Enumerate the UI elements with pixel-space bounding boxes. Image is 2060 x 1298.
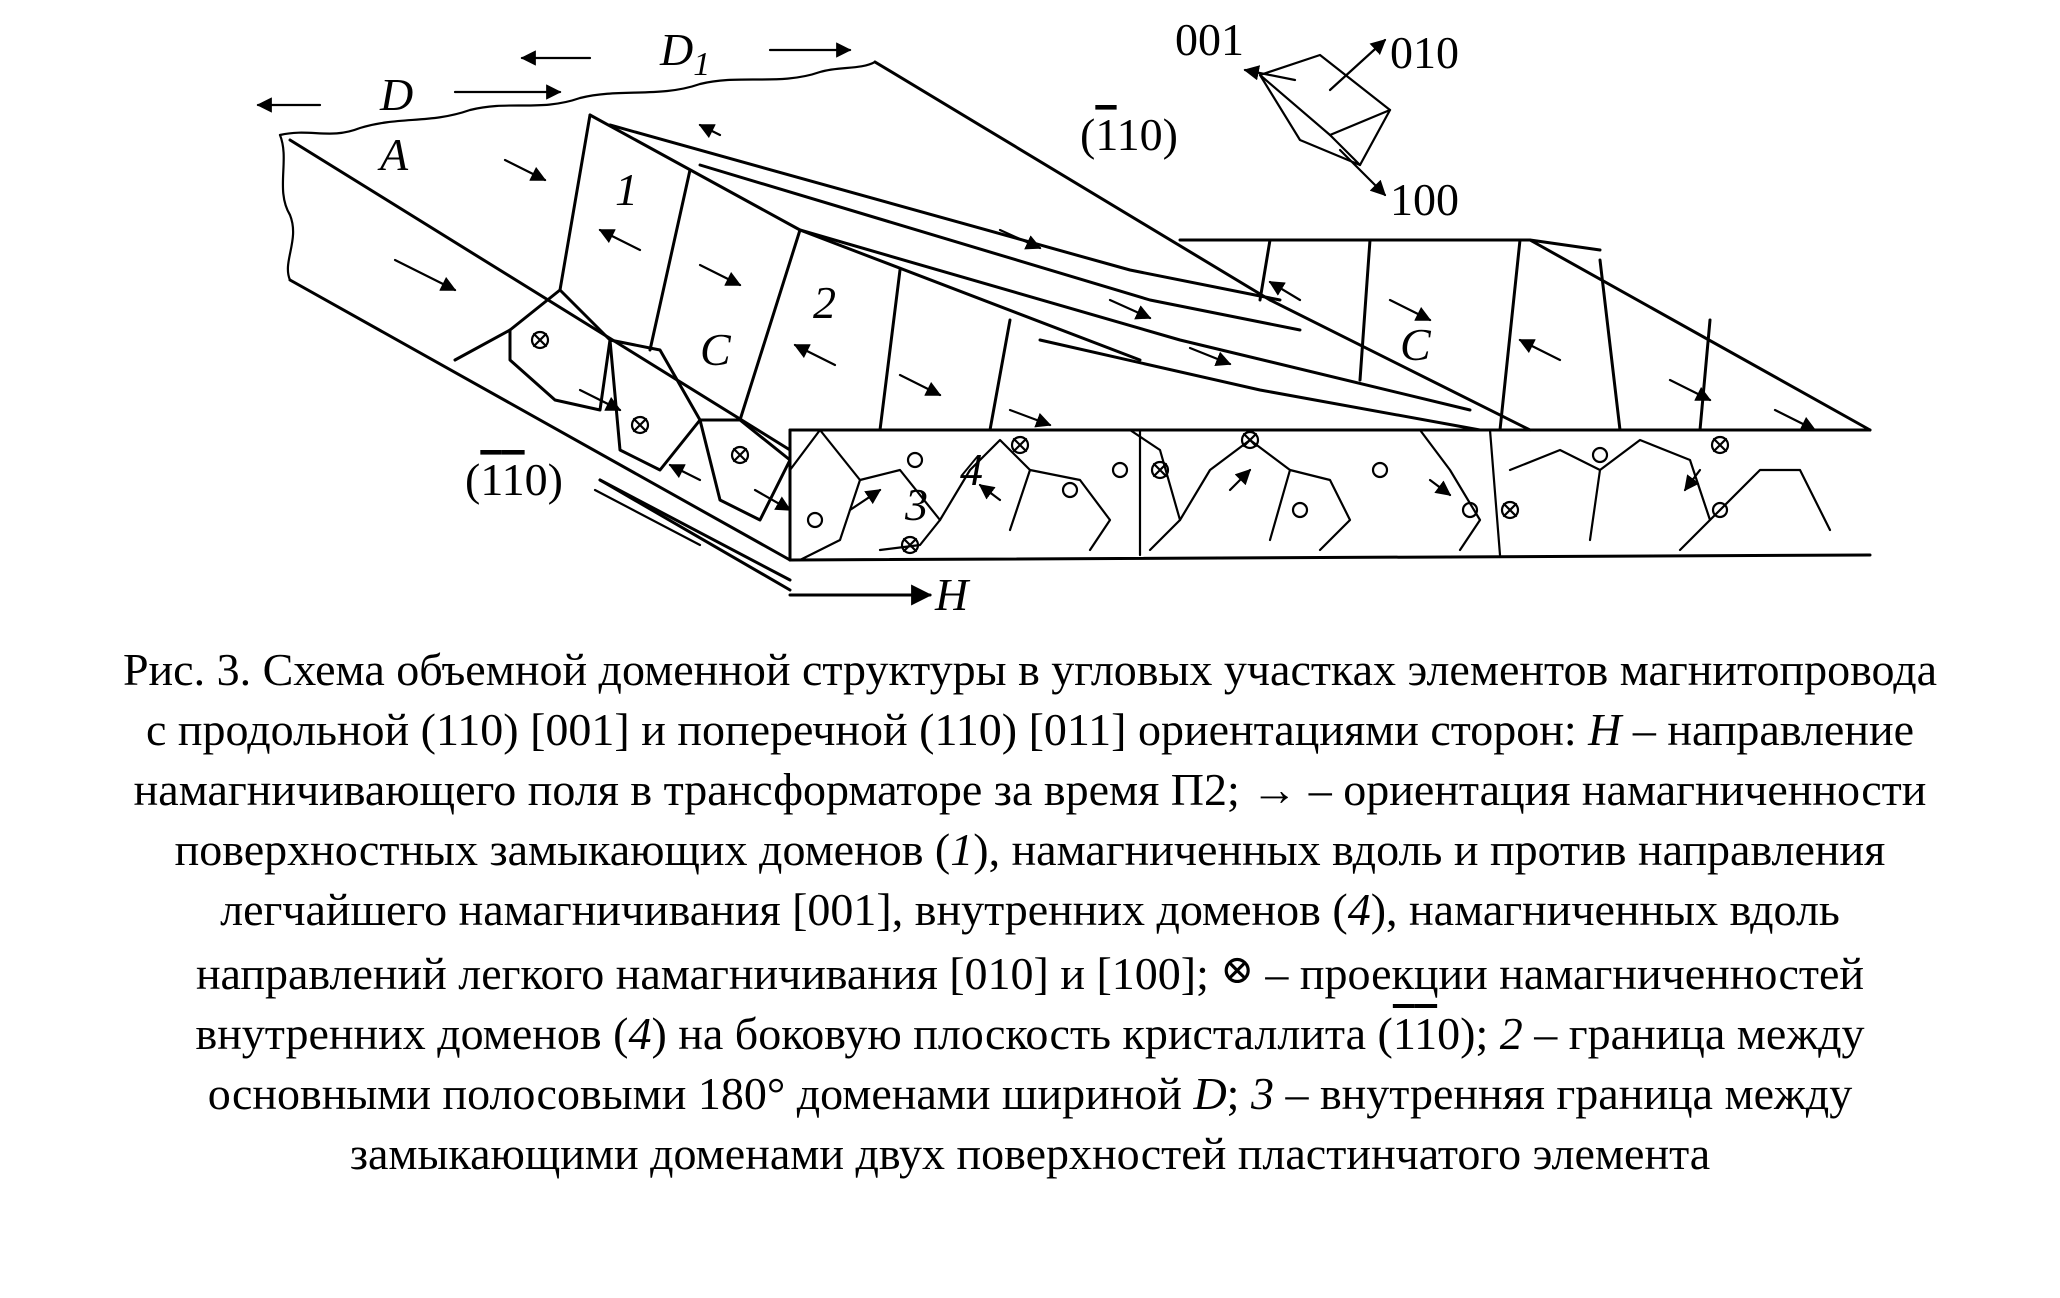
label-d1: D1 [659,24,710,83]
caption-line-9: замыкающими доменами двух поверхностей п… [349,1128,1711,1179]
slope-stripe-3 [798,228,1472,412]
label-c-left: C [700,324,732,375]
front-face-bottom [788,553,1872,562]
label-d: D [379,69,413,120]
caption-line-4: поверхностных замыкающих доменов (1), на… [174,824,1886,875]
figure-caption: Рис. 3. Схема объемной доменной структур… [30,640,2030,1184]
broken-edge-top [278,60,877,137]
label-4: 4 [960,444,983,495]
caption-line-5: легчайшего намагничивания [001], внутрен… [220,884,1840,935]
left-slab-lower-edge [288,278,792,562]
slope-stripe-2 [698,163,1302,332]
label-a: A [377,129,409,180]
h-guide-line [598,478,792,592]
label-plane-top: (110) [1080,109,1178,160]
left-face-domain-3 [698,418,792,522]
left-face-line-1 [453,328,512,362]
broken-edge-left [278,133,295,282]
right-slab-top-edge [1178,238,1872,432]
label-3: 3 [904,479,928,530]
wall-1 [558,113,592,292]
domain-structure-figure: D D1 A 1 2 3 4 C C H 001 010 100 (110) (… [0,0,2060,640]
crystal-axes-icon [1243,38,1392,197]
label-h: H [934,569,971,620]
right-wall-3 [1498,238,1522,432]
slope-edge-outer [873,60,1532,432]
label-c-right: C [1400,319,1432,370]
caption-line-3: намагничивающего поля в трансформаторе з… [133,764,1927,815]
slope-stripe-4 [1038,338,1482,432]
projection-symbols [530,330,1730,555]
left-slab-ridge [588,113,1142,362]
caption-line-2: с продольной (110) [001] и поперечной (1… [145,704,1914,755]
wall-4 [878,268,902,432]
label-axis-001: 001 [1175,14,1244,65]
right-wall-1 [1258,238,1272,302]
slope-stripe-1 [608,123,1282,302]
right-wall-5 [1698,318,1712,432]
projection-symbol-icon: ⊗ [1220,947,1254,992]
label-axis-010: 010 [1390,27,1459,78]
wall-2 [648,168,692,352]
wall-3 [738,228,802,422]
wall-5 [988,318,1012,432]
magnetization-arrows [393,123,1817,512]
caption-line-6: направлений легкого намагничивания [010]… [30,940,2030,1004]
right-slab-extra [1528,238,1602,252]
label-axis-100: 100 [1390,174,1459,225]
right-wall-4 [1598,258,1622,432]
label-2: 2 [813,277,836,328]
caption-line-1: Рис. 3. Схема объемной доменной структур… [122,644,1938,695]
left-face-domain-2 [608,338,702,472]
label-1: 1 [615,164,638,215]
right-wall-2 [1358,238,1372,382]
domain-structure-drawing: D D1 A 1 2 3 4 C C H 001 010 100 (110) (… [256,14,1872,620]
caption-line-7: внутренних доменов (4) на боковую плоско… [195,1008,1865,1059]
caption-line-8: основными полосовыми 180° доменами ширин… [207,1068,1853,1119]
left-slab-top [288,138,792,452]
label-plane-side: (110) [465,454,563,505]
front-face-hexagons [788,428,1832,562]
side-plane-guide [593,488,702,547]
